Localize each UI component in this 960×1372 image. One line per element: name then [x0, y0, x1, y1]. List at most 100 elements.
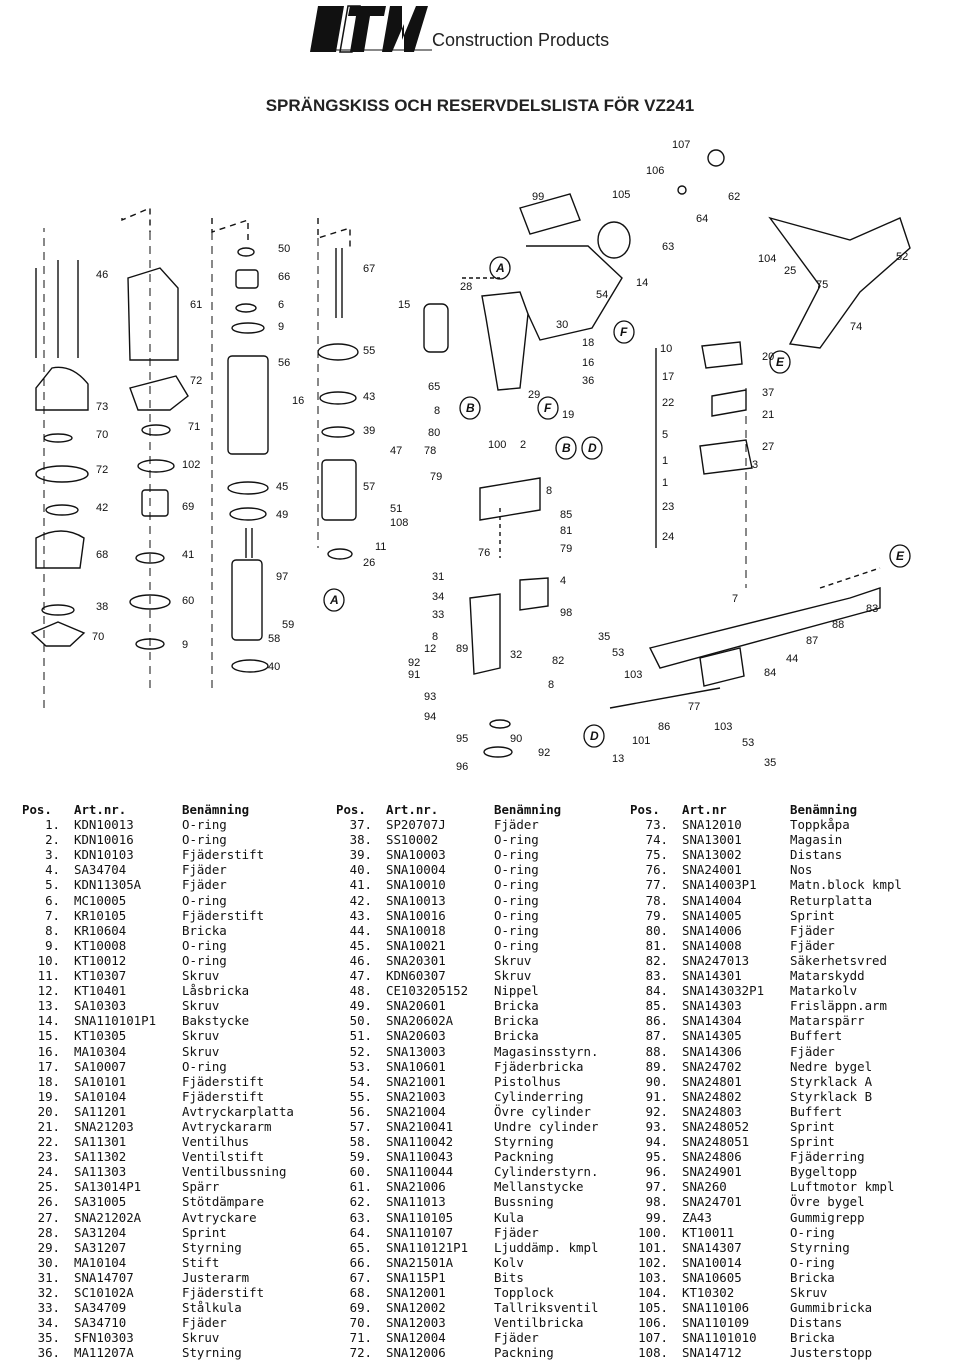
- callout-number: 37: [762, 387, 774, 399]
- part-name: Ventilstift: [182, 1149, 265, 1165]
- part-pos: 51.: [349, 1028, 372, 1044]
- part-pos: 21.: [37, 1118, 60, 1134]
- circle-marker-ring: [613, 320, 635, 344]
- part-article-number: SNA20601: [386, 998, 446, 1014]
- part-article-number: SNA13002: [682, 847, 742, 863]
- circled-letter-text: B: [562, 441, 571, 455]
- part-pos: 44.: [349, 922, 372, 938]
- callout-number: 87: [806, 635, 818, 647]
- part-name: Gummigrepp: [790, 1209, 865, 1225]
- part-name: Styrning: [182, 1345, 242, 1361]
- circle-marker-ring: [583, 724, 605, 748]
- callout-number: 99: [532, 191, 544, 203]
- callout-number: 53: [612, 647, 624, 659]
- part-pos: 76.: [645, 862, 668, 878]
- part-name: Frisläppn.arm: [790, 998, 887, 1014]
- part-pos: 104.: [638, 1285, 668, 1300]
- part-pos: 93.: [645, 1118, 668, 1134]
- document-title: SPRÄNGSKISS OCH RESERVDELSLISTA FÖR VZ24…: [265, 96, 695, 115]
- part-name: Nos: [790, 862, 813, 878]
- callout-number: 74: [850, 321, 862, 333]
- part-article-number: KT10011: [682, 1224, 735, 1240]
- part-name: Tallriksventil: [494, 1300, 599, 1316]
- part-article-number: SA11302: [74, 1149, 127, 1165]
- part-article-number: SNA21202A: [74, 1209, 142, 1225]
- part-name: Fjäderstift: [182, 847, 265, 863]
- part-pos: 52.: [349, 1043, 372, 1059]
- callout-number: 60: [182, 595, 194, 607]
- part-pos: 45.: [349, 937, 372, 953]
- part-article-number: SNA110106: [682, 1300, 750, 1316]
- part-pos: 22.: [37, 1134, 60, 1150]
- part-name: Fjäder: [790, 1043, 835, 1059]
- part-name: Bygeltopp: [790, 1164, 858, 1180]
- callout-number: 71: [188, 421, 200, 433]
- header-pos: Pos.: [22, 802, 52, 817]
- part-name: Bricka: [494, 1013, 539, 1029]
- callout-number: 76: [478, 547, 490, 559]
- circled-letter-text: B: [466, 401, 475, 415]
- circle-marker-ring: [769, 350, 791, 374]
- part-article-number: SNA115P1: [386, 1269, 446, 1285]
- callout-number: 17: [662, 371, 674, 383]
- part-article-number: MC10005: [74, 892, 127, 908]
- part-article-number: SNA12010: [682, 817, 742, 833]
- part-name: Nedre bygel: [790, 1058, 873, 1074]
- callout-number: 47: [390, 445, 402, 457]
- part-name: Bakstycke: [182, 1013, 250, 1029]
- part-pos: 89.: [645, 1058, 668, 1074]
- part-pos: 84.: [645, 983, 668, 999]
- part-pos: 3.: [45, 847, 60, 863]
- itw-logo-mark: [310, 5, 432, 53]
- callout-number: 25: [784, 265, 796, 277]
- part-pos: 37.: [349, 817, 372, 833]
- part-pos: 71.: [349, 1330, 372, 1346]
- callout-number: 98: [560, 607, 572, 619]
- part-pos: 54.: [349, 1073, 372, 1089]
- part-article-number: SNA20602A: [386, 1013, 454, 1029]
- callout-number: 92: [538, 747, 550, 759]
- callout-number: 42: [96, 502, 108, 514]
- callout-number: 33: [432, 609, 444, 621]
- part-pos: 78.: [645, 892, 668, 908]
- part-name: Stålkula: [182, 1300, 242, 1316]
- part-article-number: MA10304: [74, 1043, 127, 1059]
- circled-letter-text: E: [776, 355, 785, 369]
- callout-number: 7: [732, 593, 738, 605]
- part-article-number: SNA110109: [682, 1315, 750, 1331]
- part-article-number: SNA21001: [386, 1073, 446, 1089]
- part-article-number: SNA12006: [386, 1345, 446, 1361]
- part-name: O-ring: [494, 937, 539, 953]
- callout-number: 52: [896, 251, 908, 263]
- part-article-number: SNA21203: [74, 1118, 134, 1134]
- part-pos: 70.: [349, 1315, 372, 1331]
- part-article-number: SA11303: [74, 1164, 127, 1180]
- part-article-number: KDN60307: [386, 968, 446, 984]
- circled-letter-text: D: [590, 729, 599, 743]
- part-pos: 41.: [349, 877, 372, 893]
- callout-number: 26: [363, 557, 375, 569]
- part-article-number: SA13014P1: [74, 1179, 142, 1195]
- part-article-number: SS10002: [386, 832, 439, 848]
- callout-number: 36: [582, 375, 594, 387]
- part-pos: 15.: [37, 1028, 60, 1044]
- circled-letter: D: [581, 436, 603, 460]
- circled-letter-text: D: [588, 441, 597, 455]
- part-pos: 29.: [37, 1239, 60, 1255]
- part-article-number: SNA24801: [682, 1073, 742, 1089]
- part-name: Skruv: [790, 1285, 828, 1300]
- callout-number: 16: [292, 395, 304, 407]
- itw-logo: Construction Products: [304, 4, 674, 54]
- part-pos: 27.: [37, 1209, 60, 1225]
- part-article-number: SNA21003: [386, 1088, 446, 1104]
- part-article-number: SNA14303: [682, 998, 742, 1014]
- part-pos: 36.: [37, 1345, 60, 1361]
- callout-number: 29: [528, 389, 540, 401]
- part-pos: 10.: [37, 952, 60, 968]
- part-pos: 61.: [349, 1179, 372, 1195]
- part-article-number: SNA24702: [682, 1058, 742, 1074]
- part-article-number: SA34709: [74, 1300, 127, 1316]
- part-article-number: SNA24901: [682, 1164, 742, 1180]
